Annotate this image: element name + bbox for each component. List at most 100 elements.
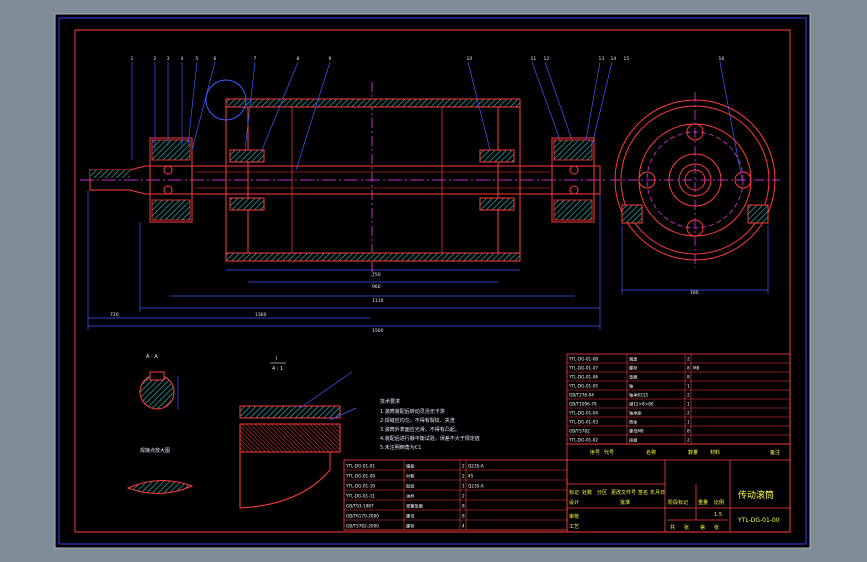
dim-1360: 1360 <box>255 312 267 318</box>
detail-i-label-bottom: 4 : 1 <box>272 366 283 372</box>
revision-mark: 标记 <box>569 489 579 496</box>
dim-1110: 1110 <box>372 298 384 304</box>
dimension-labels: 750 960 1110 1360 1560 720 180 <box>110 272 699 334</box>
left-bearing-ball-top <box>163 165 173 175</box>
tech-requirements-title: 技术要求 <box>380 398 400 405</box>
parts-cell-qty: 2 <box>687 438 690 443</box>
part-balloon-label: 10 <box>467 56 473 62</box>
part-balloon-label: 9 <box>329 56 332 62</box>
parts-cell-name: 轴承座 <box>629 410 642 417</box>
parts-cell-name: 胶层 <box>406 483 414 490</box>
drum-shell-top-hatch <box>225 98 521 108</box>
title-block-header-name: 名称 <box>646 449 656 456</box>
tech-requirement-2: 2.焊缝应均匀，不得有裂纹、夹渣 <box>380 417 455 424</box>
tech-requirements: 技术要求 1.滚筒装配后转动灵活无卡滞 2.焊缝应均匀，不得有裂纹、夹渣 3.滚… <box>380 398 480 451</box>
parts-cell-qty: 4 <box>462 524 465 529</box>
section-a-a-keyway <box>149 371 165 381</box>
parts-cell-qty: 2 <box>687 357 690 362</box>
side-view <box>610 92 780 294</box>
title-block-frame <box>566 443 791 533</box>
parts-cell-qty: 8 <box>687 429 690 434</box>
parts-cell-name: 键12×8×80 <box>629 401 654 408</box>
sheet-number-unit: 张 <box>714 524 719 531</box>
left-hub-top-hatch <box>229 149 265 163</box>
part-balloon-label: 15 <box>624 56 630 62</box>
parts-cell-name: 辐板 <box>406 463 415 470</box>
right-bearing-bottom <box>553 199 593 221</box>
part-balloon-label: 13 <box>599 56 605 62</box>
parts-cell-qty: 1 <box>687 402 690 407</box>
parts-cell-code: YTL-DG-01-11 <box>345 494 375 499</box>
drawing-name: 传动滚筒 <box>738 489 774 501</box>
right-bearing-housing <box>551 137 595 223</box>
part-balloon-label: 16 <box>719 56 725 62</box>
dim-180: 180 <box>690 290 699 296</box>
dim-720: 720 <box>110 312 119 318</box>
parts-cell-material: Q235-A <box>468 464 484 469</box>
left-bearing-bottom <box>151 199 191 221</box>
role-approve: 批准 <box>620 499 630 506</box>
parts-cell-name: 弹簧垫圈 <box>406 503 423 510</box>
parts-cell-name: 轴承6315 <box>629 392 648 399</box>
detail-i-view: I 4 : 1 <box>239 356 357 509</box>
drawing-frame-outer <box>58 17 807 545</box>
left-bearing-ball-bottom <box>163 185 173 195</box>
section-a-a-view: A - A <box>139 354 179 410</box>
dim-960: 960 <box>372 284 381 290</box>
section-a-a-label: A - A <box>146 354 158 360</box>
scale-label: 比例 <box>714 499 724 506</box>
left-bearing-top <box>151 139 191 161</box>
dim-750: 750 <box>372 272 381 278</box>
part-balloon-label: 14 <box>611 56 617 62</box>
sheet-total-unit: 张 <box>684 524 689 531</box>
scale-value: 1:5 <box>714 512 722 518</box>
parts-cell-code: GB/T1096-79 <box>569 402 597 407</box>
parts-cell-code: YTL-DG-01-10 <box>345 484 375 489</box>
detail-i-leader-2 <box>329 407 357 421</box>
left-hub-bottom-hatch <box>229 197 265 211</box>
parts-cell-name: 螺母 <box>406 513 414 520</box>
right-bearing-ball-top <box>569 165 579 175</box>
parts-cell-name: 油杯 <box>406 493 415 500</box>
parts-cell-qty: 1 <box>687 384 690 389</box>
dim-1560: 1560 <box>372 328 384 334</box>
side-base-block-left <box>621 204 643 224</box>
drawing-frame-inner <box>74 29 791 533</box>
detail-i-leader <box>299 371 353 409</box>
title-block-header-remark: 备注 <box>770 449 780 456</box>
weld-detail-shape <box>126 479 194 495</box>
parts-cell-qty: 2 <box>687 393 690 398</box>
parts-cell-qty: 2 <box>462 474 465 479</box>
parts-cell-code: YTL-DG-01-08 <box>568 357 598 362</box>
parts-cell-name: 衬套 <box>406 473 415 480</box>
tech-requirement-1: 1.滚筒装配后转动灵活无卡滞 <box>380 408 445 415</box>
detail-i-body <box>239 452 331 509</box>
dimension-lines <box>87 190 601 330</box>
parts-cell-code: GB/T5782 <box>569 429 590 434</box>
parts-cell-name: 接盘 <box>629 437 637 444</box>
leader-lines <box>131 61 743 181</box>
parts-cell-code: YTL-DG-01-05 <box>568 384 598 389</box>
parts-cell-name: 螺栓 <box>406 523 415 530</box>
part-balloon-label: 8 <box>297 56 300 62</box>
parts-cell-qty: 2 <box>462 464 465 469</box>
revision-zone: 分区 <box>597 489 607 496</box>
part-balloon-label: 1 <box>131 56 134 62</box>
parts-cell-code: GB/T276-94 <box>569 393 594 398</box>
right-hub-top-hatch <box>479 149 515 163</box>
role-process: 工艺 <box>569 524 579 530</box>
revision-date: 年月日 <box>650 489 665 496</box>
shaft-left-end-hatch <box>90 170 130 178</box>
parts-cell-name: 螺母M8 <box>629 428 644 435</box>
title-block-header-qty: 数量 <box>688 449 698 456</box>
parts-cell-code: YTL-DG-01-06 <box>568 375 598 380</box>
title-block-header-material: 材料 <box>710 449 720 456</box>
detail-i-top-hatch <box>239 405 341 419</box>
part-balloon-label: 5 <box>196 56 199 62</box>
right-hub-bottom-hatch <box>479 197 515 211</box>
part-balloon-label: 12 <box>544 56 550 62</box>
title-block-header-seq: 序号 <box>590 449 600 456</box>
parts-cell-code: YTL-DG-01-01 <box>345 464 375 469</box>
